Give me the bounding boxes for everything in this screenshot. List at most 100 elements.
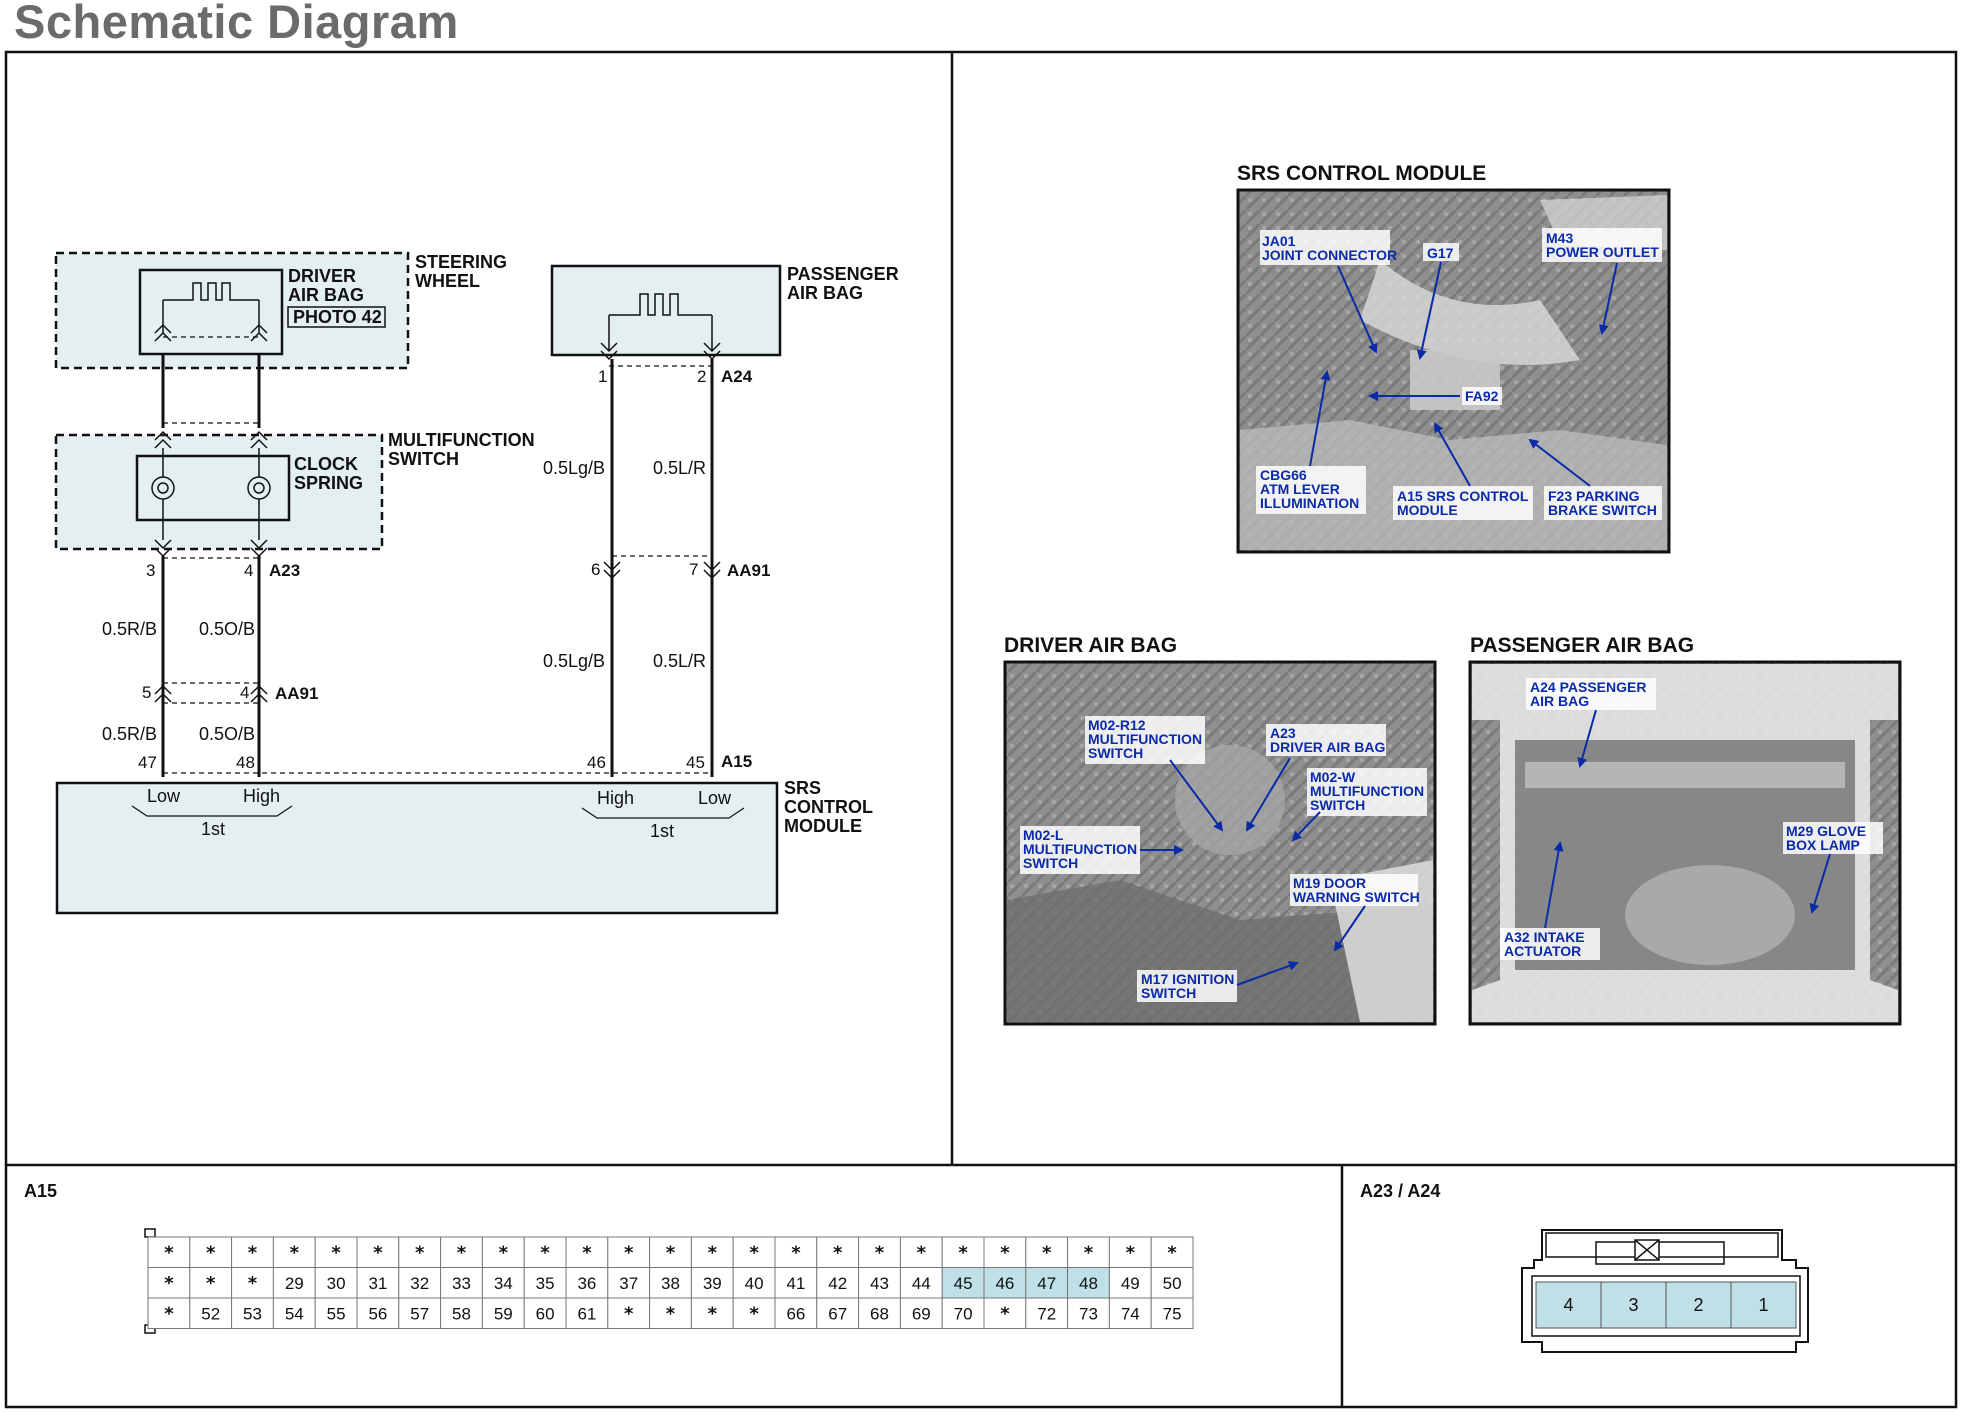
a15-pin-cell [1067, 1297, 1110, 1329]
a15-pin-cell [314, 1297, 358, 1329]
a15-pin-cell [690, 1297, 734, 1329]
a15-pin-cell [732, 1236, 776, 1268]
a15-pin-label: 33 [452, 1274, 471, 1293]
a15-pin-label: * [164, 1273, 174, 1294]
a15-pin-cell [941, 1297, 985, 1329]
srs-control-module-component [55, 781, 779, 915]
a15-pin-label: 50 [1163, 1274, 1182, 1293]
a15-pin-label: * [708, 1303, 718, 1324]
a15-pin-cell [440, 1297, 483, 1329]
a15-pin-cell [565, 1297, 609, 1329]
a15-pin-label: * [415, 1242, 425, 1263]
a15-pin-label: 30 [327, 1274, 346, 1293]
a15-pin-label: 37 [619, 1274, 638, 1293]
a15-pin-label: * [666, 1242, 676, 1263]
low-label-left: Low [147, 786, 181, 806]
a15-pin-label: 55 [327, 1304, 346, 1323]
a15-pin-label: * [1126, 1242, 1136, 1263]
pin-46: 46 [587, 753, 606, 772]
a15-pin-label: * [290, 1242, 300, 1263]
a15-pin-label: 61 [577, 1304, 596, 1323]
a15-pin-cell [1025, 1267, 1069, 1299]
a15-pin-label: * [875, 1242, 885, 1263]
a15-pin-cell [607, 1236, 651, 1268]
a15-pin-cell [231, 1267, 274, 1299]
connector-aa91-left: AA91 [275, 684, 318, 703]
a15-pin-label: 56 [368, 1304, 387, 1323]
a15-pin-label: * [540, 1242, 550, 1263]
pin-7: 7 [689, 560, 698, 579]
a23-a24-pin-cell [1535, 1281, 1602, 1329]
a15-pin-cell [858, 1297, 901, 1329]
a15-pin-cell [1025, 1236, 1069, 1268]
a15-pin-label: * [1167, 1242, 1177, 1263]
connector-a15: A15 [721, 752, 752, 771]
a15-pin-label: 52 [201, 1304, 220, 1323]
a15-pin-label: 42 [828, 1274, 847, 1293]
a15-pin-cell [189, 1297, 233, 1329]
a15-pin-label: 74 [1121, 1304, 1140, 1323]
a15-pin-cell [272, 1297, 316, 1329]
photo-title-srs: SRS CONTROL MODULE [1237, 162, 1486, 185]
a23-a24-pin-label: 2 [1693, 1295, 1703, 1315]
pin-1: 1 [598, 367, 607, 386]
low-label-right: Low [698, 788, 732, 808]
a15-pin-label: * [457, 1242, 467, 1263]
a15-pin-label: 58 [452, 1304, 471, 1323]
a15-pin-cell [231, 1236, 274, 1268]
wire-0.5rb-lower: 0.5R/B [102, 724, 157, 744]
a15-pin-cell [189, 1267, 233, 1299]
a15-pin-label: * [206, 1273, 216, 1294]
a15-pin-label: 59 [494, 1304, 513, 1323]
a15-pin-label: * [331, 1242, 341, 1263]
a15-pin-label: 38 [661, 1274, 680, 1293]
a15-pin-label: 45 [954, 1274, 973, 1293]
a15-pin-label: 53 [243, 1304, 262, 1323]
connector-a24: A24 [721, 367, 753, 386]
a15-pin-label: 46 [995, 1274, 1014, 1293]
a15-pin-label: * [833, 1242, 843, 1263]
a15-pin-cell [1025, 1297, 1069, 1329]
a15-pin-label: * [958, 1242, 968, 1263]
wire-0.5ob-upper: 0.5O/B [199, 619, 255, 639]
a15-pin-cell [690, 1236, 734, 1268]
clock-spring-component [135, 454, 291, 522]
a15-pin-cell [1108, 1297, 1152, 1329]
a15-pin-label: * [164, 1303, 174, 1324]
a15-pin-label: 69 [912, 1304, 931, 1323]
wire-0.5lr-lower: 0.5L/R [653, 651, 706, 671]
a15-pin-cell [1150, 1267, 1194, 1299]
photo-title-driver: DRIVER AIR BAG [1004, 634, 1177, 657]
a15-pin-label: 47 [1037, 1274, 1056, 1293]
pin-47: 47 [138, 753, 157, 772]
wire-0.5lgb-lower: 0.5Lg/B [543, 651, 605, 671]
a23-a24-pin-cell [1665, 1281, 1732, 1329]
wire-0.5lgb-upper: 0.5Lg/B [543, 458, 605, 478]
photo-title-passenger: PASSENGER AIR BAG [1470, 634, 1694, 657]
page-title: Schematic Diagram [14, 0, 459, 48]
a15-pin-cell [941, 1267, 985, 1299]
a15-pin-label: * [708, 1242, 718, 1263]
a15-pin-label: 43 [870, 1274, 889, 1293]
a15-pin-label: 39 [703, 1274, 722, 1293]
a15-pin-label: 54 [285, 1304, 304, 1323]
callout-fa92: FA92 [1465, 388, 1499, 404]
a15-pin-cell [774, 1267, 818, 1299]
